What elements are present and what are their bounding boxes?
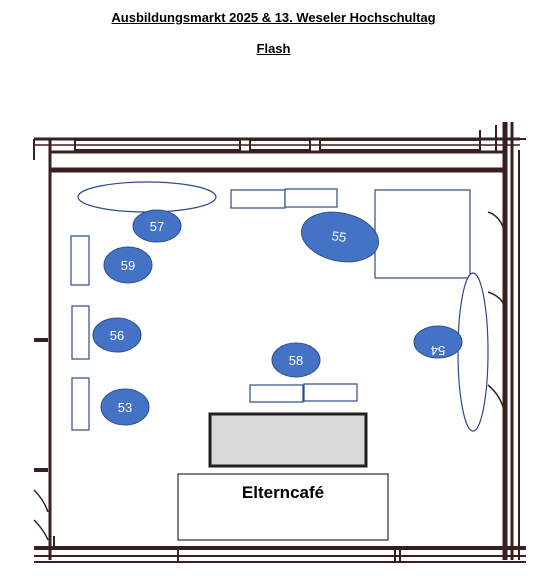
walls — [33, 122, 526, 563]
stand-label: 55 — [331, 228, 347, 245]
table-top-right — [284, 188, 338, 208]
furniture — [70, 181, 489, 432]
round-table-top — [77, 181, 217, 213]
oval-table-right — [457, 272, 489, 432]
stand-label: 53 — [118, 400, 132, 415]
side-table-3 — [71, 377, 90, 431]
page-title: Ausbildungsmarkt 2025 & 13. Weseler Hoch… — [111, 10, 436, 25]
stand-label: 59 — [121, 258, 135, 273]
table-bottom-left — [249, 384, 304, 403]
stand-label: 58 — [289, 353, 303, 368]
stand-55[interactable]: 55 — [297, 205, 383, 268]
side-table-2 — [71, 305, 90, 360]
stand-label: 54 — [431, 343, 445, 358]
stand-56[interactable]: 56 — [92, 317, 142, 353]
cafe-label: Elterncafé — [242, 483, 324, 502]
stand-label: 57 — [150, 219, 164, 234]
side-table-1 — [70, 235, 90, 286]
table-top-left — [230, 189, 286, 209]
stand-59[interactable]: 59 — [103, 246, 153, 284]
page-subtitle: Flash — [256, 41, 291, 56]
counter — [208, 412, 368, 468]
square-table — [374, 189, 471, 279]
stand-54[interactable]: 54 — [413, 325, 463, 359]
stand-53[interactable]: 53 — [100, 388, 150, 426]
table-bottom-right — [303, 383, 358, 402]
cafe-box — [177, 473, 389, 541]
stand-58[interactable]: 58 — [271, 342, 321, 378]
stand-label: 56 — [110, 328, 124, 343]
stand-57[interactable]: 57 — [132, 209, 182, 243]
